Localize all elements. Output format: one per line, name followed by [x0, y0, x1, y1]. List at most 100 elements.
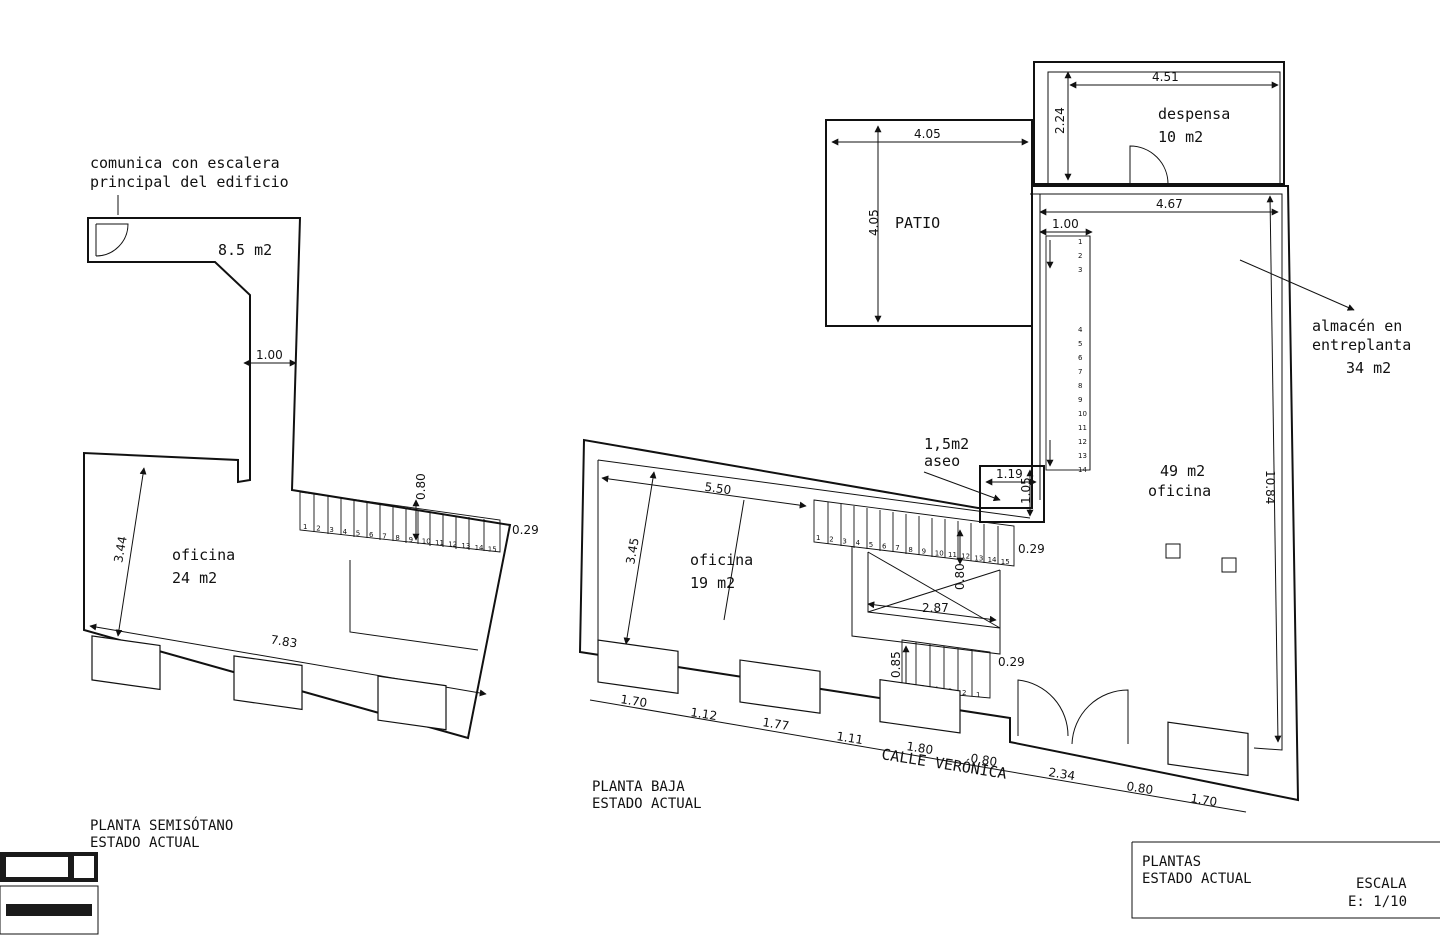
patio-height: 4.05	[867, 209, 881, 236]
facade-dim-label: 0.80	[970, 751, 999, 769]
title-block-line1: PLANTAS	[1142, 854, 1201, 870]
step-number: 12	[961, 553, 970, 561]
facade-dim-line	[589, 699, 1247, 813]
step-number: 2	[1078, 252, 1082, 260]
semisotano-windows	[91, 635, 447, 731]
title-block-line2: ESTADO ACTUAL	[1142, 871, 1252, 887]
step-number: 14	[1078, 466, 1087, 474]
step-number: 1	[816, 534, 820, 542]
aseo-name: aseo	[924, 452, 960, 470]
lower-029: 0.29	[998, 655, 1025, 669]
step-number: 7	[1078, 368, 1082, 376]
semisotano-stair	[299, 491, 501, 651]
semisotano-note-line2: principal del edificio	[90, 173, 289, 191]
left-height: 3.45	[623, 537, 641, 566]
step-number: 13	[461, 542, 470, 550]
patio-width: 4.05	[914, 127, 941, 141]
step-number: 1	[1078, 238, 1082, 246]
step-number: 10	[1078, 410, 1087, 418]
right-height: 10.84	[1263, 470, 1277, 504]
baja-lower-stair	[901, 639, 991, 699]
step-number: 3	[842, 537, 846, 545]
step-number: 11	[948, 551, 957, 559]
step-number: 1	[303, 523, 307, 531]
oficina-small-name: oficina	[690, 551, 753, 569]
almacen-line1: almacén en	[1312, 317, 1402, 335]
baja-back-stair	[1045, 235, 1091, 471]
semisotano-title-1: PLANTA SEMISÓTANO	[90, 816, 233, 834]
step-number: 3	[1078, 266, 1082, 274]
facade-dim-label: 1.70	[1190, 791, 1219, 809]
scale-label: ESCALA	[1356, 876, 1407, 892]
step-number: 14	[475, 544, 484, 552]
oficina-big-area: 49 m2	[1160, 462, 1205, 480]
step-number: 13	[1078, 452, 1087, 460]
title-block: PLANTAS ESTADO ACTUAL ESCALA E: 1/10	[1131, 841, 1440, 919]
facade-dim-label: 1.12	[690, 705, 719, 723]
step-number: 5	[1078, 340, 1082, 348]
step-number: 12	[1078, 438, 1087, 446]
step-number: 13	[974, 554, 983, 562]
step-number: 15	[1001, 558, 1010, 566]
step-number: 15	[488, 545, 497, 553]
step-number: 5	[356, 529, 360, 537]
step-number: 11	[435, 539, 444, 547]
step-number: 6	[1078, 354, 1083, 362]
step-number: 12	[448, 541, 457, 549]
semisotano-room-name: oficina	[172, 546, 235, 564]
semisotano-title-2: ESTADO ACTUAL	[90, 835, 200, 851]
step-number: 11	[1078, 424, 1087, 432]
step-number: 9	[409, 536, 413, 544]
front-stair-080: 0.80	[953, 563, 967, 590]
almacen-line2: entreplanta	[1312, 336, 1411, 354]
despensa-height: 2.24	[1053, 107, 1067, 134]
semisotano-note-line1: comunica con escalera	[90, 154, 280, 172]
semisotano-area-top: 8.5 m2	[218, 241, 272, 259]
dim-length: 7.83	[270, 633, 299, 651]
despensa-area: 10 m2	[1158, 128, 1203, 146]
step-number: 7	[895, 544, 899, 552]
step-number: 9	[922, 548, 926, 556]
top-width: 4.67	[1156, 197, 1183, 211]
semisotano-plan: comunica con escalera principal del edif…	[83, 154, 539, 851]
baja-plan: PATIO 4.05 4.05 despensa 10 m2 4.51 2.24…	[578, 61, 1411, 813]
step-number: 3	[329, 526, 333, 534]
patio-label: PATIO	[895, 214, 940, 232]
step-number: 2	[829, 536, 833, 544]
dim-corridor-width: 1.00	[256, 348, 283, 362]
baja-title-1: PLANTA BAJA	[592, 779, 685, 795]
step-number: 8	[395, 534, 399, 542]
step-number: 7	[382, 533, 386, 541]
oficina-small-area: 19 m2	[690, 574, 735, 592]
semisotano-room-area: 24 m2	[172, 569, 217, 587]
step-number: 9	[1078, 396, 1082, 404]
facade-dim-label: 1.77	[762, 715, 791, 733]
step-number: 2	[962, 689, 966, 697]
step-number: 8	[1078, 382, 1082, 390]
aseo-width: 1.19	[996, 467, 1023, 481]
despensa-width: 4.51	[1152, 70, 1179, 84]
step-number: 4	[856, 539, 861, 547]
step-number: 4	[1078, 326, 1083, 334]
oficina-big-name: oficina	[1148, 482, 1211, 500]
void-width: 2.87	[922, 601, 949, 615]
aseo-walls	[979, 465, 1045, 523]
baja-front-stair	[813, 499, 1015, 567]
dim-stair-width: 0.80	[414, 473, 428, 500]
lower-085: 0.85	[889, 651, 903, 678]
step-number: 6	[369, 531, 374, 539]
facade-dim-label: 2.34	[1048, 765, 1077, 783]
stair-top-width: 1.00	[1052, 217, 1079, 231]
company-logo	[0, 852, 99, 935]
dim-stair-end: 0.29	[512, 523, 539, 537]
step-number: 8	[908, 546, 912, 554]
despensa-name: despensa	[1158, 105, 1230, 123]
facade-dim-label: 1.70	[620, 692, 649, 710]
step-number: 2	[316, 525, 320, 533]
semisotano-door	[95, 223, 129, 257]
street-name: CALLE VERÓNICA	[880, 744, 1008, 783]
